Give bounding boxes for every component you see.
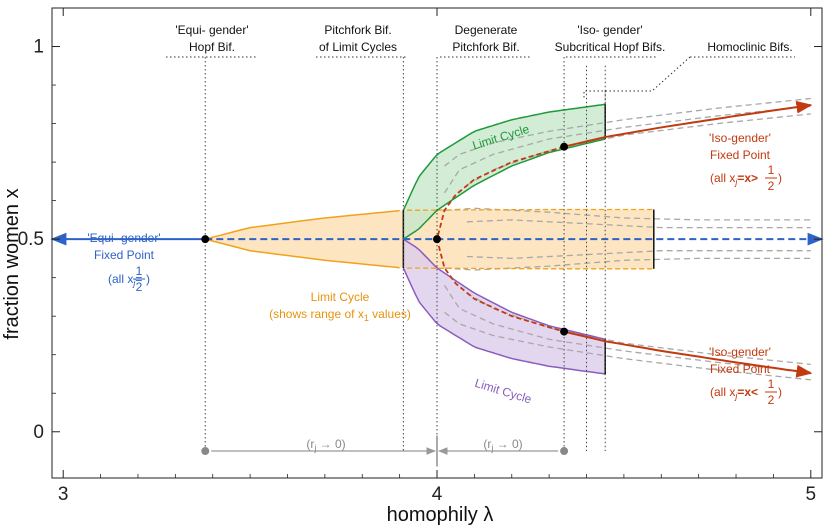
frame-layer: 3 4 5 0 0.5 1 (18, 7, 823, 505)
x-tick-label-0: 3 (58, 484, 69, 505)
point-5 (560, 447, 569, 456)
point-2 (560, 142, 569, 151)
y-tick-label-2: 1 (33, 37, 44, 58)
label-iso-upper-den: 2 (768, 179, 775, 193)
bracket-homoclinic-connector (583, 56, 691, 100)
gray-curve-upper-1 (443, 105, 811, 194)
label-equi-fp-close: ) (146, 272, 150, 286)
cond-pre: (all x (710, 385, 735, 399)
cond-sub: j (132, 278, 136, 288)
label-limit-cycle-orange: Limit Cycle (shows range of x1 values) (269, 290, 411, 323)
cond-post: =x< (737, 385, 758, 399)
annotation-degenerate-line2: Pitchfork Bif. (452, 40, 519, 54)
annotation-equi-hopf-line1: 'Equi- gender' (175, 23, 248, 37)
cond-pre: (all x (108, 272, 133, 286)
y-axis-title-text: fraction women x (1, 188, 23, 339)
gray-curve-mid-lower-1 (466, 250, 811, 260)
label-lc-orange-line1: Limit Cycle (311, 290, 370, 304)
label-iso-lower-num: 1 (768, 377, 775, 391)
label-equi-fp-den: 2 (136, 280, 143, 294)
cond-sub: j (734, 177, 738, 187)
r-arrow-right-text: (r (483, 437, 491, 451)
limit-cycle-purple-lower-edge (402, 267, 606, 375)
gray-curve-upper-2 (466, 113, 811, 186)
point-3 (560, 327, 569, 336)
label-iso-lower-line2: Fixed Point (710, 362, 771, 376)
point-0 (201, 235, 210, 244)
r-arrow-label-right: (rj → 0) (483, 437, 522, 453)
limit-cycle-orange-lower-dashed (407, 267, 654, 270)
gray-curve-mid-upper-1 (466, 219, 811, 229)
gray-curve-upper-0 (444, 97, 811, 167)
limit-cycle-green-lower-edge (402, 138, 606, 240)
limit-cycle-orange-lower-solid (205, 238, 400, 269)
guide-lines-layer (204, 57, 606, 467)
series-iso-upper-stable (563, 100, 813, 148)
annotation-iso-hopf-line1: 'Iso- gender' (577, 23, 642, 37)
annotation-equi-hopf: 'Equi- gender' Hopf Bif. (175, 23, 248, 54)
limit-cycle-green-fill (403, 104, 606, 240)
points-layer (201, 142, 569, 456)
gray-curve-lower-0 (444, 311, 811, 381)
label-limit-cycle-purple: Limit Cycle (473, 376, 534, 407)
point-4 (201, 447, 210, 456)
limit-cycle-purple-fill (403, 239, 606, 374)
annotation-equi-hopf-line2: Hopf Bif. (189, 40, 235, 54)
annotation-degenerate: Degenerate Pitchfork Bif. (452, 23, 519, 54)
label-equi-fp-num: 1 (136, 264, 143, 278)
r-arrow-right-tail: → 0) (493, 437, 522, 451)
gray-curve-lower-1 (443, 285, 811, 373)
r-arrow-left-sub: j (313, 443, 316, 453)
r-arrow-labels: (rj → 0) (rj → 0) (306, 437, 522, 453)
annotation-pitchfork-lc: Pitchfork Bif. of Limit Cycles (319, 23, 397, 54)
label-iso-upper-close: ) (778, 171, 782, 185)
annotation-pitchfork-lc-line1: Pitchfork Bif. (324, 23, 391, 37)
annotation-homoclinic-line1: Homoclinic Bifs. (707, 40, 792, 54)
cond-pre: (all x (710, 171, 735, 185)
limit-cycle-green-upper-edge (402, 103, 606, 211)
y-tick-label-1: 0.5 (18, 229, 44, 250)
annotation-iso-hopf: 'Iso- gender' Subcritical Hopf Bifs. (555, 23, 666, 54)
annotation-brackets (166, 56, 795, 100)
label-equi-fixed-point: 'Equi- gender' Fixed Point (all xj= 1 2 … (87, 231, 160, 294)
y-axis-title: fraction women x (1, 188, 23, 339)
label-iso-fixed-point-lower: 'Iso-gender' Fixed Point (all xj=x< 1 2 … (709, 345, 782, 407)
label-equi-fp-line2: Fixed Point (94, 248, 155, 262)
x-tick-label-1: 4 (432, 484, 443, 505)
label-equi-fp-line1: 'Equi- gender' (87, 231, 160, 245)
y-tick-label-0: 0 (33, 422, 44, 443)
limit-cycle-purple-upper-edge (402, 238, 606, 341)
label-iso-fixed-point-upper: 'Iso-gender' Fixed Point (all xj=x> 1 2 … (709, 131, 782, 193)
lc-orange-text: (shows range of x (269, 307, 364, 321)
series-iso-lower-stable (563, 330, 813, 378)
label-iso-lower-cond: (all xj=x< (710, 385, 758, 401)
limit-cycle-orange-upper-solid (205, 209, 400, 240)
label-iso-upper-line2: Fixed Point (710, 148, 771, 162)
x-axis-title: homophily λ (387, 504, 494, 526)
annotation-homoclinic: Homoclinic Bifs. (707, 40, 792, 54)
r-arrow-label-left: (rj → 0) (306, 437, 345, 453)
r-arrow-left-text: (r (306, 437, 314, 451)
label-iso-lower-den: 2 (768, 393, 775, 407)
r-arrow-left-tail: → 0) (316, 437, 345, 451)
annotation-degenerate-line1: Degenerate (455, 23, 518, 37)
label-iso-lower-line1: 'Iso-gender' (709, 345, 771, 359)
label-iso-upper-cond: (all xj=x> (710, 171, 758, 187)
annotation-iso-hopf-line2: Subcritical Hopf Bifs. (555, 40, 666, 54)
lc-orange-sub: 1 (364, 313, 369, 323)
x-tick-label-2: 5 (805, 484, 816, 505)
lc-orange-tail: values) (369, 307, 411, 321)
cond-post: =x> (737, 171, 758, 185)
annotation-pitchfork-lc-line2: of Limit Cycles (319, 40, 397, 54)
label-iso-upper-line1: 'Iso-gender' (709, 131, 771, 145)
label-lc-orange-line2: (shows range of x1 values) (269, 307, 411, 323)
gray-curves-layer (443, 97, 811, 381)
label-iso-upper-num: 1 (768, 163, 775, 177)
limit-cycle-orange-upper-dashed (407, 208, 654, 211)
r-arrow-right-sub: j (490, 443, 493, 453)
label-iso-lower-close: ) (778, 385, 782, 399)
point-1 (433, 235, 441, 244)
cond-sub: j (734, 391, 738, 401)
